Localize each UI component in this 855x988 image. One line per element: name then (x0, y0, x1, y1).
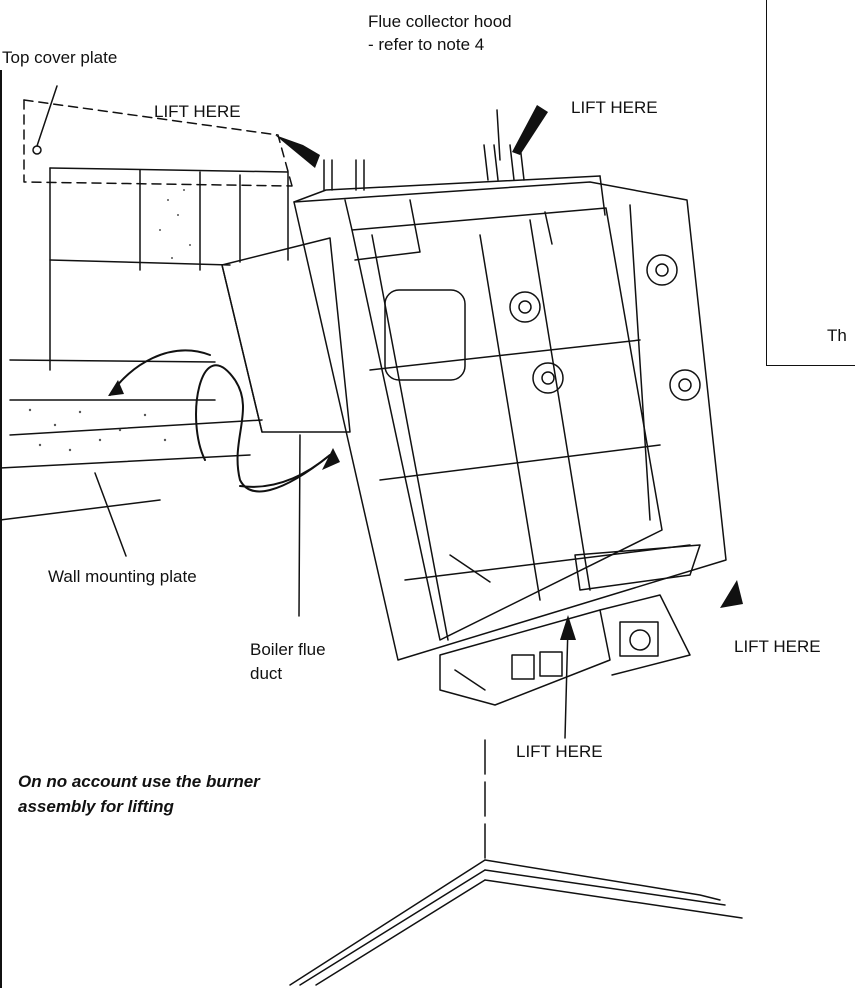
boiler-body-drawing (293, 175, 727, 661)
lift-here-label-top-left: LIFT HERE (154, 102, 241, 121)
adjacent-figure-caption-fragment: Th (827, 326, 847, 345)
flue-collector-hood-note: - refer to note 4 (368, 35, 485, 54)
bottom-lift-leader (564, 624, 569, 739)
lift-here-label-top-right: LIFT HERE (571, 98, 658, 117)
boiler-flue-duct-label-line2: duct (250, 664, 283, 683)
lift-arrow-top-right (512, 105, 548, 155)
wall-mounting-plate-drawing (0, 167, 289, 521)
stipple-texture (28, 189, 191, 452)
flue-collector-hood-label: Flue collector hood (368, 12, 512, 31)
left-frame-line (0, 70, 2, 988)
boiler-flue-duct-label: Boiler flue (250, 640, 326, 659)
burner-assembly-drawing (439, 594, 691, 706)
lift-arrow-right (720, 580, 743, 608)
lifting-warning-line1: On no account use the burner (18, 772, 260, 791)
lift-here-label-bottom: LIFT HERE (516, 742, 603, 761)
boiler-flue-duct-drawing (221, 237, 351, 433)
lift-arrow-bottom (560, 615, 576, 640)
curve-arrow-tip-right (322, 448, 340, 470)
wall-mounting-plate-label: Wall mounting plate (48, 567, 197, 586)
boiler-flue-duct-leader (298, 434, 301, 617)
lifting-warning-line2: assembly for lifting (18, 797, 174, 816)
curve-arrow-tip-left (108, 380, 124, 396)
top-cover-plate-label: Top cover plate (2, 48, 118, 67)
lift-here-label-right: LIFT HERE (734, 637, 821, 656)
wall-mounting-plate-leader (94, 472, 127, 557)
adjacent-figure-panel: Th (766, 0, 855, 366)
lift-pins (323, 109, 525, 191)
top-cover-plate-leader (36, 85, 58, 147)
floor-corner-drawing (289, 739, 743, 986)
lift-arrow-top-left (275, 135, 320, 168)
